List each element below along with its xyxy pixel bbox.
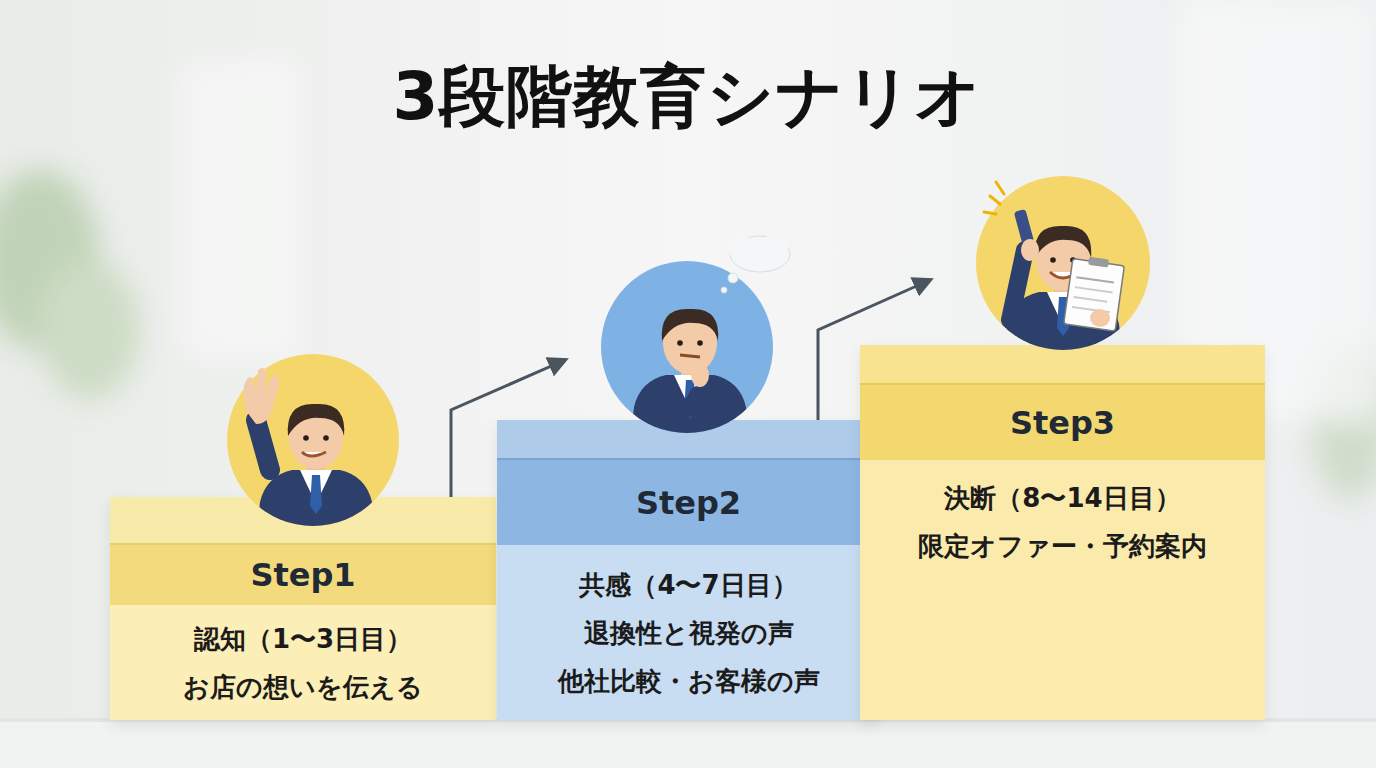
- step-label: Step3: [1010, 404, 1115, 442]
- box-header: Step2: [497, 460, 880, 545]
- floor: [0, 718, 1376, 768]
- step-box: Step1 認知（1〜3日目）お店の想いを伝える: [110, 497, 496, 720]
- thought-cloud: [721, 235, 790, 293]
- step-box: Step3 決断（8〜14日目）限定オファー・予約案内: [860, 345, 1265, 720]
- box-body: 認知（1〜3日目）お店の想いを伝える: [110, 605, 496, 720]
- clipboard: [1064, 255, 1125, 332]
- blurred-plants: [0, 0, 1376, 500]
- step-label: Step2: [636, 484, 741, 522]
- step-box: Step2 共感（4〜7日目）退換性と視発の声他社比較・お客様の声: [497, 420, 880, 720]
- box-top-face: [860, 345, 1265, 385]
- step-description: 他社比較・お客様の声: [558, 657, 820, 705]
- step-arrow: [451, 360, 565, 497]
- box-header: Step3: [860, 385, 1265, 460]
- step-description: 認知（1〜3日目）: [194, 615, 412, 663]
- box-top-face: [110, 497, 496, 545]
- thinking-person: [601, 235, 790, 465]
- sparkle: [984, 182, 1004, 214]
- step-label: Step1: [250, 556, 355, 594]
- box-body: 共感（4〜7日目）退換性と視発の声他社比較・お客様の声: [497, 545, 880, 720]
- box-top-face: [497, 420, 880, 460]
- diagram-title: 3段階教育シナリオ: [393, 52, 984, 142]
- step-arrow: [818, 280, 930, 420]
- waving-person: [227, 354, 399, 560]
- box-body: 決断（8〜14日目）限定オファー・予約案内: [860, 460, 1265, 720]
- phone-person: [976, 176, 1150, 382]
- box-header: Step1: [110, 545, 496, 605]
- step-description: 共感（4〜7日目）: [579, 561, 797, 609]
- step-description: 決断（8〜14日目）: [944, 474, 1180, 522]
- step-description: 退換性と視発の声: [584, 609, 794, 657]
- step-description: 限定オファー・予約案内: [918, 522, 1207, 570]
- step-description: お店の想いを伝える: [183, 663, 423, 711]
